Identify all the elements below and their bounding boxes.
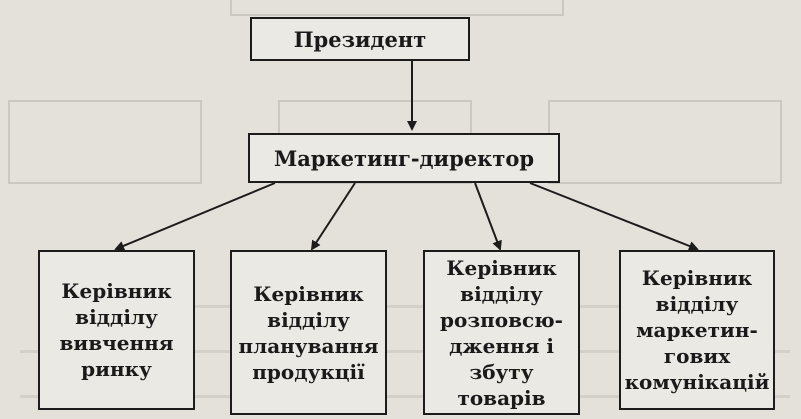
dept-label: Керівник відділу вивчення ринку	[59, 279, 174, 381]
arrow-director-to-dept-2	[310, 182, 356, 251]
marketing-director-label: Маркетинг-директор	[273, 145, 535, 171]
dept-label: Керівник відділу планування продукції	[238, 281, 379, 384]
arrow-director-to-dept-3	[474, 182, 502, 251]
arrow-director-to-dept-1	[114, 182, 276, 251]
dept-product-planning-box: Керівник відділу планування продукції	[230, 250, 387, 415]
dept-label: Керівник відділу маркетин-гових комуніка…	[624, 266, 770, 394]
arrow-director-to-dept-4	[529, 182, 699, 251]
dept-market-research-box: Керівник відділу вивчення ринку	[38, 250, 195, 410]
president-label: Президент	[293, 26, 427, 52]
background-texture	[20, 350, 790, 353]
background-texture	[60, 305, 770, 308]
president-box: Президент	[250, 17, 470, 61]
background-texture	[230, 0, 564, 16]
dept-marketing-communications-box: Керівник відділу маркетин-гових комуніка…	[619, 250, 775, 410]
background-texture	[20, 395, 790, 398]
dept-label: Керівник відділу розповсю-дження і збуту…	[440, 255, 563, 410]
background-texture	[8, 100, 202, 184]
marketing-director-box: Маркетинг-директор	[248, 133, 560, 183]
dept-distribution-sales-box: Керівник відділу розповсю-дження і збуту…	[423, 250, 580, 415]
